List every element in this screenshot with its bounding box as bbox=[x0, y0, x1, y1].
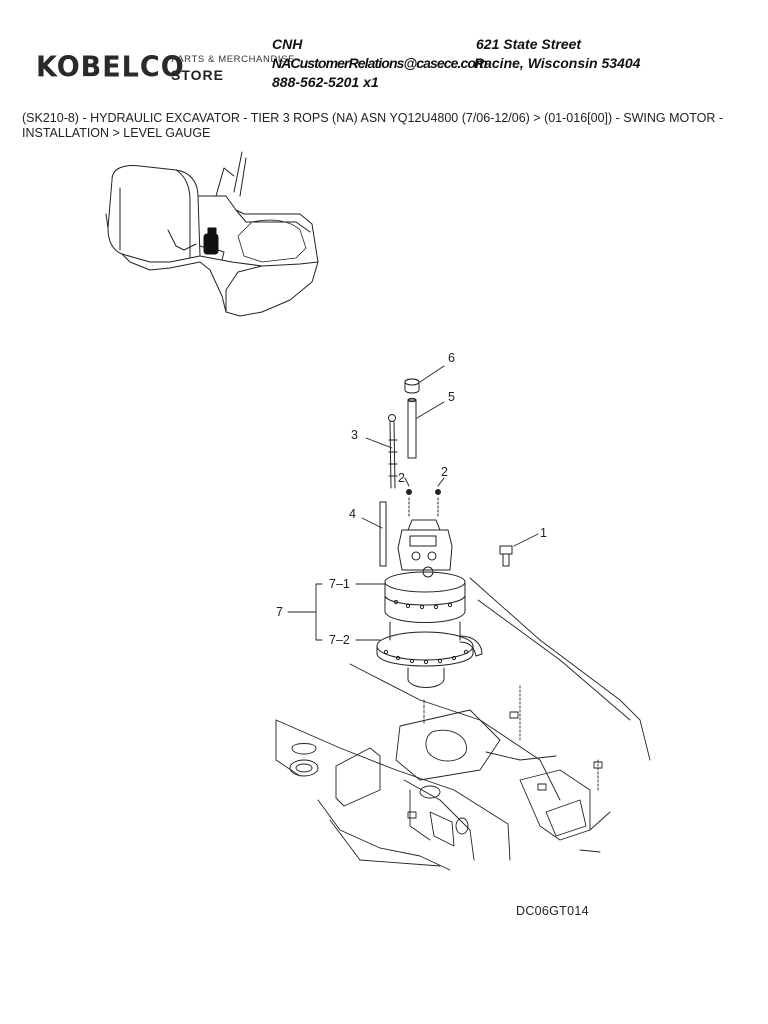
callout-7: 7 bbox=[276, 605, 283, 619]
email-link[interactable]: NACustomerRelations@casece.com bbox=[272, 55, 488, 71]
logo-subtitle: PARTS & MERCHANDISE bbox=[171, 54, 296, 65]
swing-motor-assembly bbox=[376, 378, 513, 688]
callout-3: 3 bbox=[351, 428, 358, 442]
phone-number[interactable]: 888-562-5201 x1 bbox=[272, 74, 379, 90]
callout-4: 4 bbox=[349, 507, 356, 521]
city-state: Racine, Wisconsin 53404 bbox=[474, 55, 641, 71]
callout-6: 6 bbox=[448, 351, 455, 365]
store-logo[interactable]: KOBELCO PARTS & MERCHANDISE STORE bbox=[36, 50, 294, 90]
callout-7-1: 7–1 bbox=[329, 577, 350, 591]
callout-7-2: 7–2 bbox=[329, 633, 350, 647]
callout-1: 1 bbox=[540, 526, 547, 540]
callout-2a: 2 bbox=[398, 471, 405, 485]
logo-wordmark: KOBELCO bbox=[36, 51, 185, 84]
callout-leaders bbox=[287, 365, 539, 641]
breadcrumb[interactable]: (SK210-8) - HYDRAULIC EXCAVATOR - TIER 3… bbox=[22, 111, 724, 140]
upper-frame-drawing bbox=[275, 577, 651, 871]
logo-store-label: STORE bbox=[171, 67, 224, 83]
company-name: CNH bbox=[272, 36, 303, 52]
callout-2b: 2 bbox=[441, 465, 448, 479]
drawing-code: DC06GT014 bbox=[516, 904, 589, 918]
callout-5: 5 bbox=[448, 390, 455, 404]
street-address: 621 State Street bbox=[476, 36, 582, 52]
overview-machine-drawing bbox=[105, 151, 319, 317]
